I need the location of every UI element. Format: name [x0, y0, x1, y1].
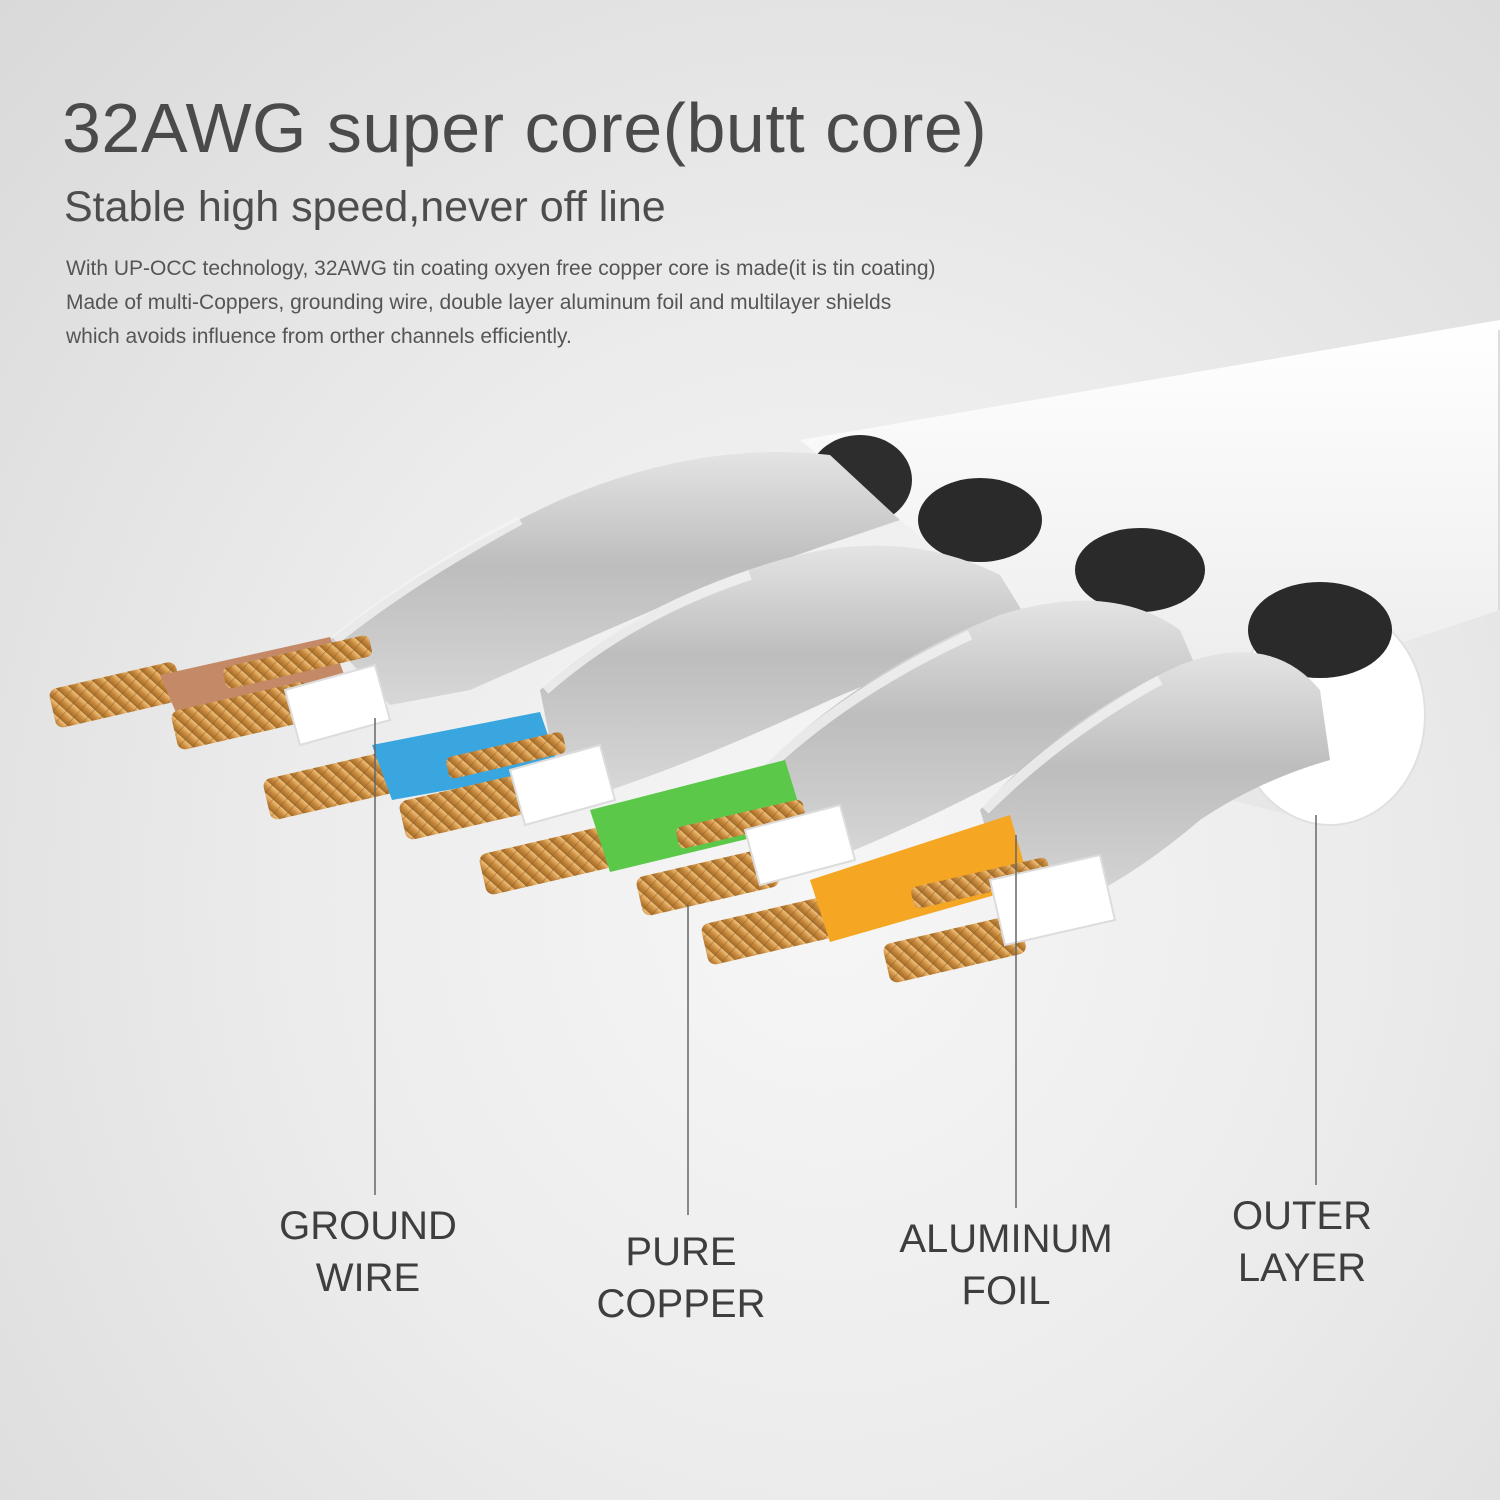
callout-ground-wire: GROUND WIRE: [279, 1200, 457, 1304]
callout-outer-layer-line2: LAYER: [1237, 1246, 1367, 1290]
page-title: 32AWG super core(butt core): [62, 89, 988, 167]
callout-pure-copper-line1: PURE: [625, 1230, 737, 1274]
description-line-1: With UP-OCC technology, 32AWG tin coatin…: [66, 257, 936, 280]
callout-ground-wire-line1: GROUND: [279, 1204, 457, 1248]
description: With UP-OCC technology, 32AWG tin coatin…: [66, 252, 936, 354]
pair-blue: [263, 545, 1040, 840]
callout-aluminum-foil-line1: ALUMINUM: [899, 1217, 1113, 1261]
pair-brown: [49, 452, 900, 750]
callout-outer-layer: OUTER LAYER: [1232, 1190, 1372, 1294]
page-subtitle: Stable high speed,never off line: [64, 183, 666, 231]
description-line-2: Made of multi-Coppers, grounding wire, d…: [66, 291, 892, 314]
callout-pure-copper-line2: COPPER: [596, 1282, 766, 1326]
callout-aluminum-foil-line2: FOIL: [961, 1269, 1051, 1313]
pair-orange: [701, 652, 1330, 983]
callout-outer-layer-line1: OUTER: [1232, 1194, 1372, 1238]
pair-green: [479, 600, 1210, 916]
callout-pure-copper: PURE COPPER: [597, 1226, 766, 1330]
callout-ground-wire-line2: WIRE: [315, 1256, 421, 1300]
callout-lines: [374, 718, 1317, 1215]
callout-aluminum-foil: ALUMINUM FOIL: [899, 1213, 1112, 1317]
description-line-3: which avoids influence from orther chann…: [66, 325, 572, 348]
